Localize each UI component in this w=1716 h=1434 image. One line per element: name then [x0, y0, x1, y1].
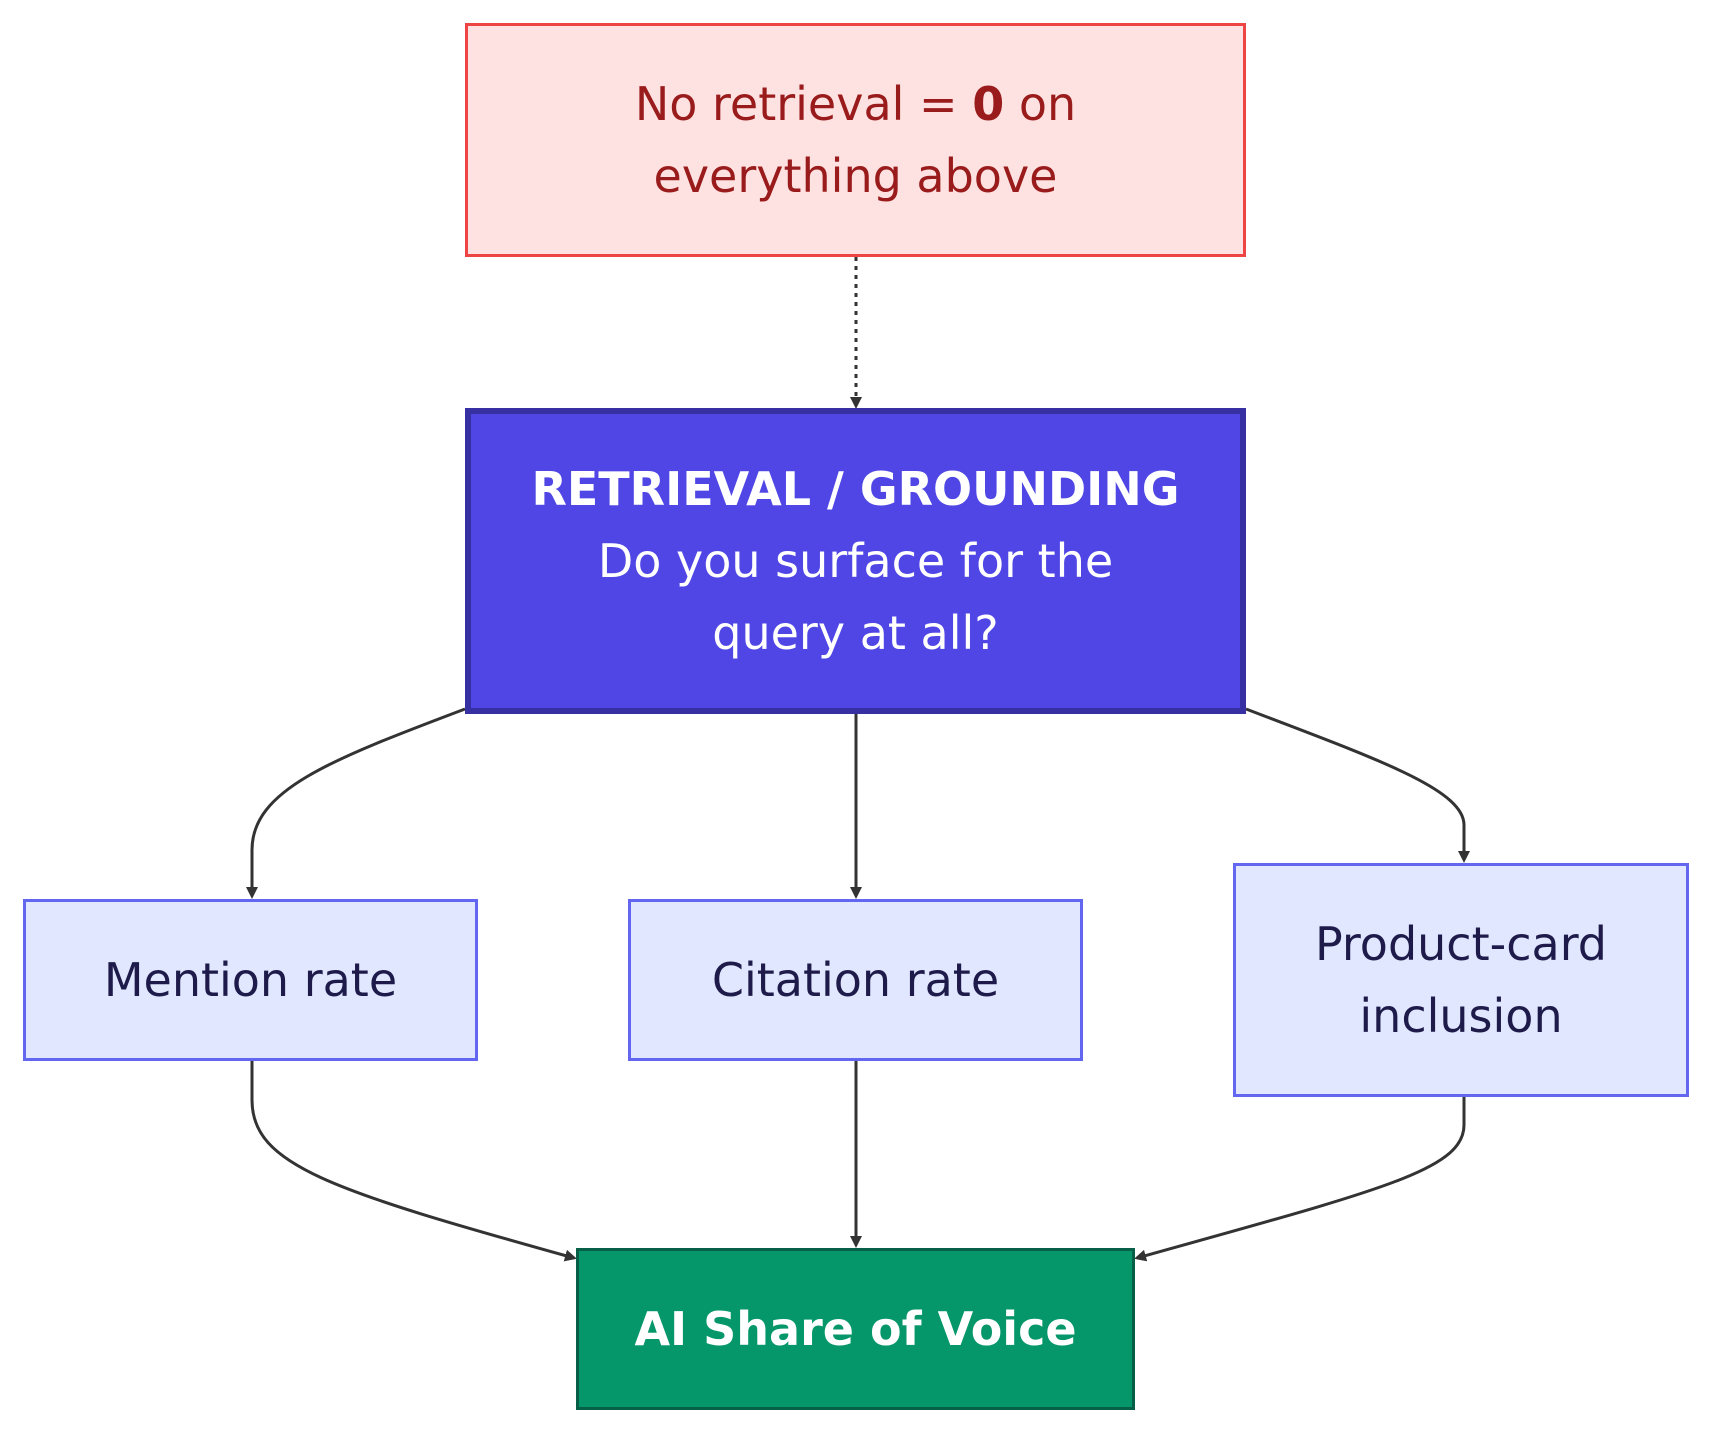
warning-line-2: everything above: [653, 149, 1058, 203]
warning-zero: 0: [972, 77, 1005, 131]
edge-mention-to-sov: [250, 1061, 577, 1262]
no-retrieval-warning-node: No retrieval = 0 on everything above: [465, 23, 1246, 257]
retrieval-question-line-2: query at all?: [712, 606, 999, 660]
citation-rate-node: Citation rate: [628, 899, 1083, 1061]
mention-rate-label: Mention rate: [103, 953, 398, 1007]
warning-line-1: No retrieval = 0 on: [635, 68, 1076, 140]
warning-suffix: on: [1004, 77, 1077, 131]
edge-retrieval-to-mention: [246, 707, 466, 899]
mention-rate-node: Mention rate: [23, 899, 478, 1061]
edge-product-to-sov: [1134, 1097, 1466, 1262]
retrieval-grounding-node: RETRIEVAL / GROUNDING Do you surface for…: [465, 408, 1246, 714]
warning-prefix: No retrieval =: [634, 77, 973, 131]
retrieval-question-line-1: Do you surface for the: [597, 534, 1114, 588]
citation-rate-label: Citation rate: [711, 953, 1000, 1007]
product-card-label-line-2: inclusion: [1359, 989, 1563, 1043]
product-card-label-line-1: Product-card: [1314, 917, 1608, 971]
retrieval-heading: RETRIEVAL / GROUNDING: [531, 462, 1180, 516]
ai-share-of-voice-node: AI Share of Voice: [576, 1248, 1135, 1410]
ai-share-of-voice-label: AI Share of Voice: [634, 1302, 1077, 1356]
edge-retrieval-to-product: [1245, 707, 1470, 863]
product-card-inclusion-node: Product-card inclusion: [1233, 863, 1689, 1097]
